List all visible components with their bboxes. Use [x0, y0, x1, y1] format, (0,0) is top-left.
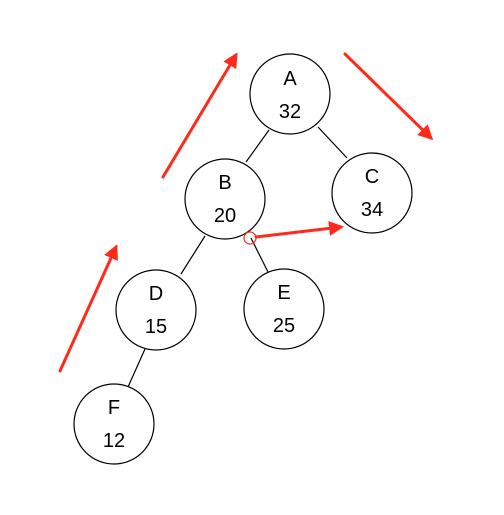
arrow-to-c	[254, 220, 344, 239]
node-c: C 34	[331, 152, 413, 234]
arrow-up-left-lower	[58, 244, 118, 373]
node-c-label: C	[365, 166, 379, 188]
edge-a-c	[317, 126, 348, 159]
highlight-marker	[243, 231, 257, 245]
node-b-value: 20	[214, 205, 236, 227]
node-c-value: 34	[361, 199, 383, 221]
edge-a-b	[245, 129, 270, 163]
node-d-value: 15	[145, 316, 167, 338]
edge-b-e	[250, 237, 269, 273]
node-e-value: 25	[273, 315, 295, 337]
node-d-label: D	[149, 283, 163, 305]
node-f: F 12	[73, 383, 155, 465]
node-b-label: B	[218, 172, 231, 194]
node-a-label: A	[283, 68, 297, 90]
node-a-value: 32	[279, 101, 301, 123]
node-f-value: 12	[103, 430, 125, 452]
node-d: D 15	[115, 269, 197, 351]
arrow-down-right	[343, 52, 434, 141]
node-e-label: E	[277, 282, 290, 304]
node-f-label: F	[108, 397, 120, 419]
node-b: B 20	[184, 158, 266, 240]
arrow-up-left-upper	[161, 52, 238, 179]
edge-d-f	[127, 348, 146, 388]
node-e: E 25	[243, 268, 325, 350]
edge-b-d	[180, 235, 206, 275]
node-a: A 32	[249, 53, 331, 135]
